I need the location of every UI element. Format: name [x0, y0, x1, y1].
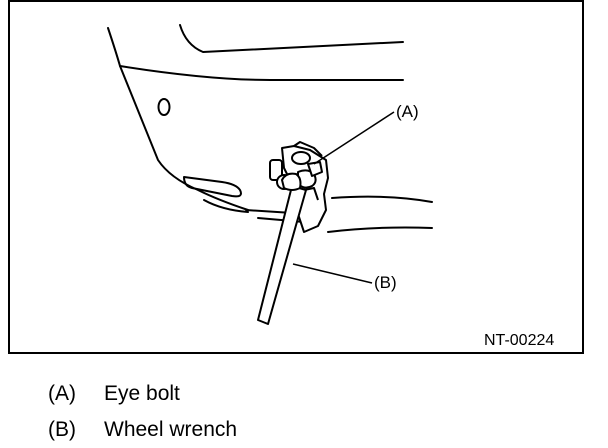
callout-b-label: (B): [374, 273, 397, 292]
legend-item: (A) Eye bolt: [48, 376, 568, 412]
legend-item: (B) Wheel wrench: [48, 412, 568, 448]
legend-key: (A): [48, 382, 76, 405]
callout-a-label: (A): [396, 102, 419, 121]
figure-code: NT-00224: [484, 332, 554, 349]
legend-text: Eye bolt: [104, 382, 180, 405]
callout-a-leader: [313, 111, 395, 165]
leader-lines: [292, 111, 395, 284]
callout-b-leader: [292, 263, 373, 284]
wheel-wrench: [257, 172, 307, 325]
illustration-panel: (A) (B) NT-00224: [8, 0, 584, 356]
legend: (A) Eye bolt (B) Wheel wrench: [48, 376, 568, 448]
legend-text: Wheel wrench: [104, 418, 238, 441]
legend-key: (B): [48, 418, 76, 441]
eye-bolt-illustration: (A) (B) NT-00224: [8, 0, 584, 354]
